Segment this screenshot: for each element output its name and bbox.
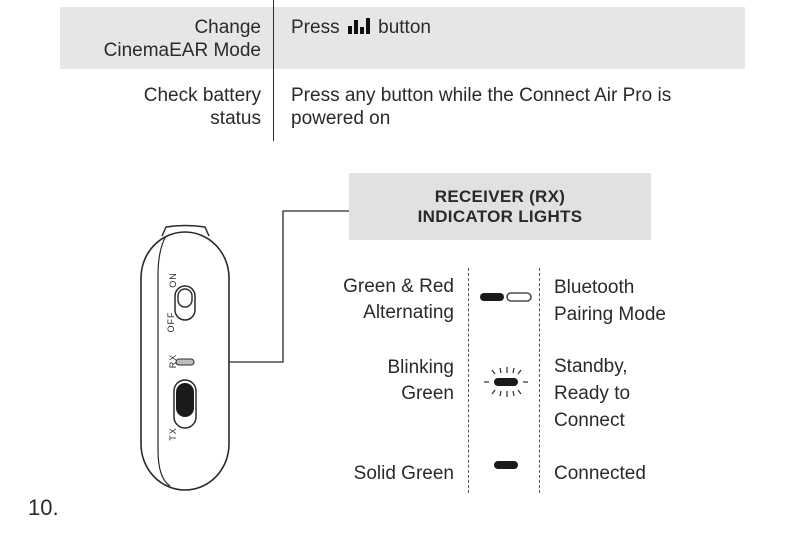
meaning-line: Connect bbox=[554, 410, 625, 431]
meaning-line: Pairing Mode bbox=[554, 304, 666, 325]
instruction-text: Press bbox=[291, 17, 340, 38]
meaning-line: Bluetooth bbox=[554, 277, 635, 298]
table-row-battery-action: Check battery status bbox=[56, 84, 261, 130]
switch-label-rx: RX bbox=[168, 353, 178, 369]
indicator-light-blinking-green: Blinking Green bbox=[387, 355, 454, 407]
table-row-shade bbox=[60, 7, 745, 69]
indicator-divider-right bbox=[539, 268, 540, 493]
indicator-meaning-pairing: Bluetooth Pairing Mode bbox=[554, 274, 666, 328]
light-line: Solid Green bbox=[353, 463, 454, 484]
page-number: 10. bbox=[28, 495, 59, 520]
table-row-cinemaear-instruction: Press button bbox=[291, 16, 741, 39]
indicator-divider-left bbox=[468, 268, 469, 493]
instruction-line: Press any button while the Connect Air P… bbox=[291, 85, 672, 106]
action-line: CinemaEAR Mode bbox=[103, 40, 261, 61]
table-column-divider bbox=[273, 0, 274, 141]
light-line: Blinking bbox=[387, 357, 454, 378]
header-line: RECEIVER (RX) bbox=[434, 186, 566, 206]
indicator-light-solid-green: Solid Green bbox=[354, 461, 454, 487]
instruction-text: button bbox=[378, 17, 431, 38]
indicator-light-green-red: Green & Red Alternating bbox=[343, 274, 454, 326]
meaning-line: Connected bbox=[554, 463, 646, 484]
instruction-line: powered on bbox=[291, 108, 391, 129]
action-line: status bbox=[210, 108, 261, 129]
meaning-line: Standby, bbox=[554, 356, 628, 377]
receiver-indicator-header: RECEIVER (RX) INDICATOR LIGHTS bbox=[349, 173, 651, 240]
light-line: Green bbox=[401, 383, 454, 404]
light-line: Alternating bbox=[363, 302, 454, 323]
table-row-cinemaear-action: Change CinemaEAR Mode bbox=[56, 16, 261, 62]
action-line: Change bbox=[194, 17, 261, 38]
header-line: INDICATOR LIGHTS bbox=[417, 206, 583, 226]
indicator-meaning-standby: Standby, Ready to Connect bbox=[554, 353, 630, 434]
blinking-green-light-icon bbox=[484, 367, 528, 397]
action-line: Check battery bbox=[143, 85, 261, 106]
switch-label-tx: TX bbox=[168, 427, 178, 441]
table-row-battery-instruction: Press any button while the Connect Air P… bbox=[291, 84, 741, 130]
solid-green-light-icon bbox=[494, 461, 518, 469]
switch-label-on: ON bbox=[168, 272, 178, 288]
indicator-meaning-connected: Connected bbox=[554, 460, 646, 487]
equalizer-bars-icon bbox=[347, 18, 370, 34]
meaning-line: Ready to bbox=[554, 383, 631, 404]
light-line: Green & Red bbox=[343, 276, 454, 297]
switch-label-off: OFF bbox=[166, 311, 176, 333]
green-red-alternating-light-icon bbox=[480, 292, 532, 302]
